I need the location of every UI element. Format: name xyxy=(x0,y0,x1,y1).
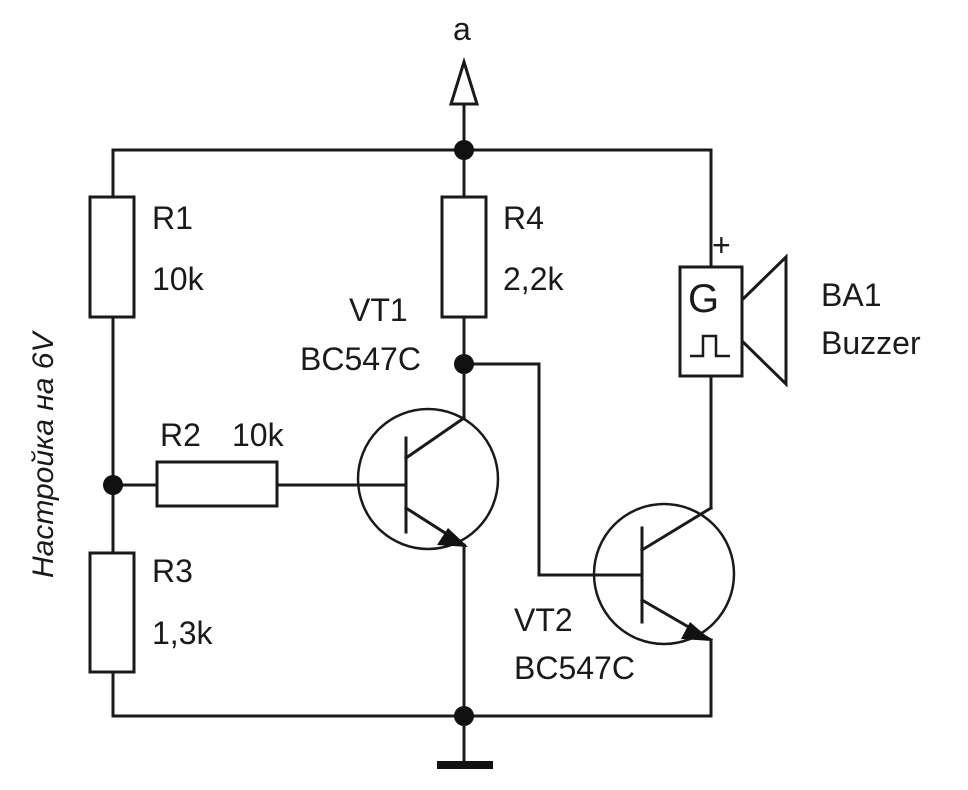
vt1-ref: VT1 xyxy=(349,292,408,328)
resistor-r4 xyxy=(440,195,488,319)
vt2-type: BC547C xyxy=(514,650,635,686)
r2-ref: R2 xyxy=(160,417,201,453)
vt2-collector-lead xyxy=(639,505,714,553)
buzzer-symbol: G xyxy=(688,277,719,321)
ba1-ref: BA1 xyxy=(821,277,881,313)
r4-value: 2,2k xyxy=(503,261,564,297)
buzzer-polarity: + xyxy=(712,227,731,263)
vt1-type: BC547C xyxy=(300,341,421,377)
junction-bottom xyxy=(454,706,474,726)
buzzer-ba1-body xyxy=(678,265,744,378)
resistor-r1 xyxy=(88,195,136,319)
junction-collector xyxy=(454,354,474,374)
vt1-emitter-arrow-icon xyxy=(437,528,468,547)
pulse-icon xyxy=(690,334,730,358)
supply-arrow-icon xyxy=(448,56,480,106)
transistor-vt2-body xyxy=(592,502,736,646)
ba1-name: Buzzer xyxy=(821,325,921,361)
junction-top xyxy=(454,140,474,160)
vt1-collector-lead xyxy=(403,415,467,461)
resistor-r2 xyxy=(155,460,279,508)
transistor-vt1-body xyxy=(356,407,500,551)
resistor-r3 xyxy=(88,551,136,674)
side-note: Настройка на 6V xyxy=(27,330,60,578)
r4-ref: R4 xyxy=(503,200,544,236)
r1-value: 10k xyxy=(152,261,205,297)
junction-divider xyxy=(103,475,123,495)
vt2-ref: VT2 xyxy=(514,602,573,638)
ground-icon xyxy=(437,761,493,769)
r1-ref: R1 xyxy=(152,200,193,236)
r3-value: 1,3k xyxy=(152,615,213,651)
r3-ref: R3 xyxy=(152,553,193,589)
vt2-emitter-arrow-icon xyxy=(681,622,712,641)
supply-label: a xyxy=(453,11,471,47)
r2-value: 10k xyxy=(232,417,285,453)
speaker-cone-icon xyxy=(740,253,788,388)
